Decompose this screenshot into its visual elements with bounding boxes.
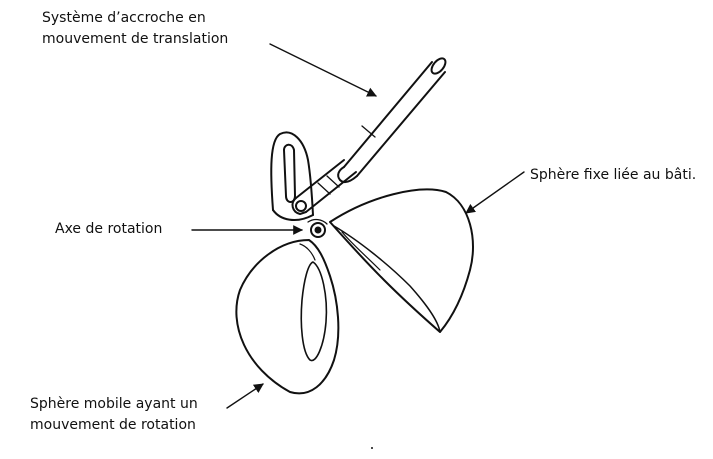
hook-rod (337, 57, 447, 184)
fixed-hemisphere (329, 188, 474, 333)
label-hook-line2: mouvement de translation (42, 31, 229, 47)
arrow-fixed-sphere (465, 171, 525, 214)
slotted-hanger (270, 131, 314, 222)
stray-dot (371, 447, 373, 449)
mobile-hemisphere (235, 239, 340, 395)
arrow-mobile-sphere (226, 383, 264, 409)
label-fixed-sphere: Sphère fixe liée au bâti. (530, 165, 696, 186)
label-mobile-sphere: Sphère mobile ayant un mouvement de rota… (30, 394, 198, 436)
annotation-arrows (191, 43, 525, 409)
label-rotation-axis: Axe de rotation (55, 219, 162, 240)
arrow-hook (269, 43, 377, 97)
link-arm (291, 159, 357, 215)
label-mobile-line2: mouvement de rotation (30, 417, 196, 433)
pivot-axis (307, 218, 328, 238)
label-axis-text: Axe de rotation (55, 221, 163, 237)
label-hook-system: Système d’accroche en mouvement de trans… (42, 8, 228, 50)
label-hook-line1: Système d’accroche en (42, 10, 206, 26)
label-fixed-sphere-text: Sphère fixe liée au bâti. (530, 167, 697, 183)
label-mobile-line1: Sphère mobile ayant un (30, 396, 198, 412)
